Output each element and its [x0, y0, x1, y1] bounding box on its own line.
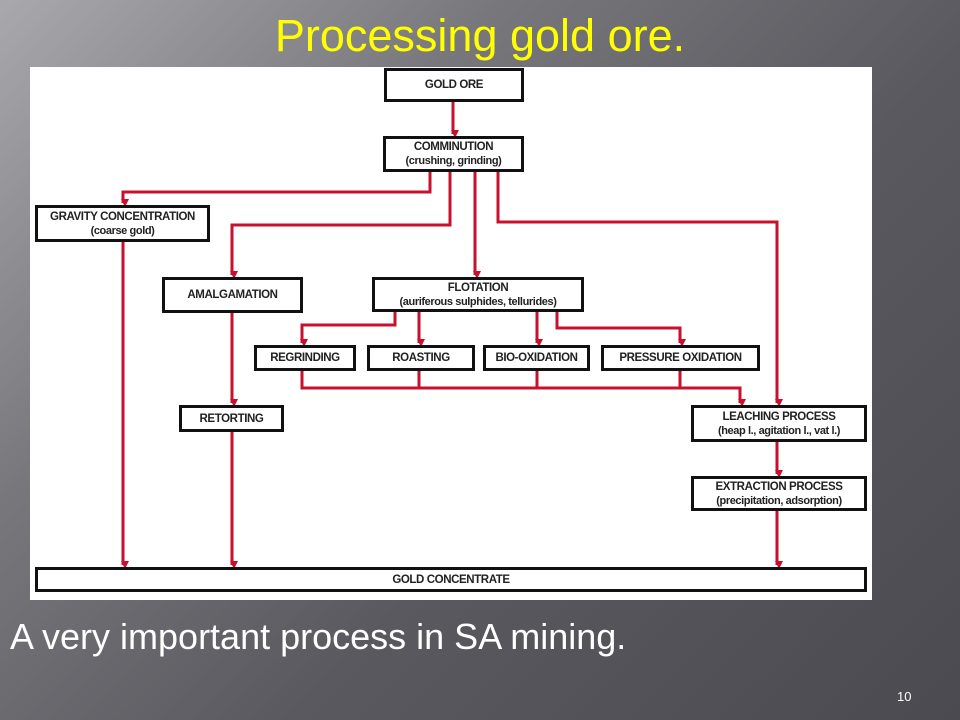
amalgamation-box: AMALGAMATION	[162, 277, 303, 313]
gravity-label: GRAVITY CONCENTRATION	[50, 210, 195, 223]
leaching-sub: (heap l., agitation l., vat l.)	[717, 424, 841, 437]
regrinding-label: REGRINDING	[270, 352, 340, 364]
retorting-box: RETORTING	[179, 405, 284, 432]
bio-oxidation-label: BIO-OXIDATION	[495, 352, 578, 364]
flotation-box: FLOTATION(auriferous sulphides, tellurid…	[372, 277, 584, 312]
gold-concentrate-label: GOLD CONCENTRATE	[392, 573, 510, 586]
roasting-box: ROASTING	[367, 345, 475, 371]
gravity-sub: (coarse gold)	[90, 224, 155, 237]
gold-ore-label: GOLD ORE	[424, 79, 484, 91]
extraction-process-box: EXTRACTION PROCESS(precipitation, adsorp…	[691, 476, 867, 511]
slide-caption: A very important process in SA mining.	[10, 616, 627, 657]
extraction-sub: (precipitation, adsorption)	[716, 494, 842, 507]
leaching-process-box: LEACHING PROCESS(heap l., agitation l., …	[691, 405, 867, 442]
slide-title: Processing gold ore.	[274, 10, 686, 61]
flotation-sub: (auriferous sulphides, tellurides)	[399, 295, 557, 308]
amalgamation-label: AMALGAMATION	[187, 289, 278, 301]
gravity-concentration-box: GRAVITY CONCENTRATION(coarse gold)	[35, 205, 210, 242]
pressure-oxidation-box: PRESSURE OXIDATION	[601, 345, 760, 371]
comminution-sub: (crushing, grinding)	[405, 155, 502, 167]
bio-oxidation-box: BIO-OXIDATION	[483, 345, 590, 371]
leaching-label: LEACHING PROCESS	[722, 410, 836, 423]
retorting-label: RETORTING	[199, 412, 264, 425]
pressure-oxidation-label: PRESSURE OXIDATION	[619, 352, 742, 364]
extraction-label: EXTRACTION PROCESS	[715, 480, 843, 493]
flotation-label: FLOTATION	[447, 281, 509, 294]
comminution-box: COMMINUTION (crushing, grinding)	[383, 136, 524, 172]
page-number: 10	[897, 689, 912, 704]
gold-ore-box: GOLD ORE	[384, 68, 524, 102]
gold-concentrate-box: GOLD CONCENTRATE	[35, 567, 867, 592]
arrows	[121, 101, 783, 569]
roasting-label: ROASTING	[392, 352, 450, 364]
comminution-label: COMMINUTION	[413, 141, 494, 153]
regrinding-box: REGRINDING	[254, 345, 356, 371]
